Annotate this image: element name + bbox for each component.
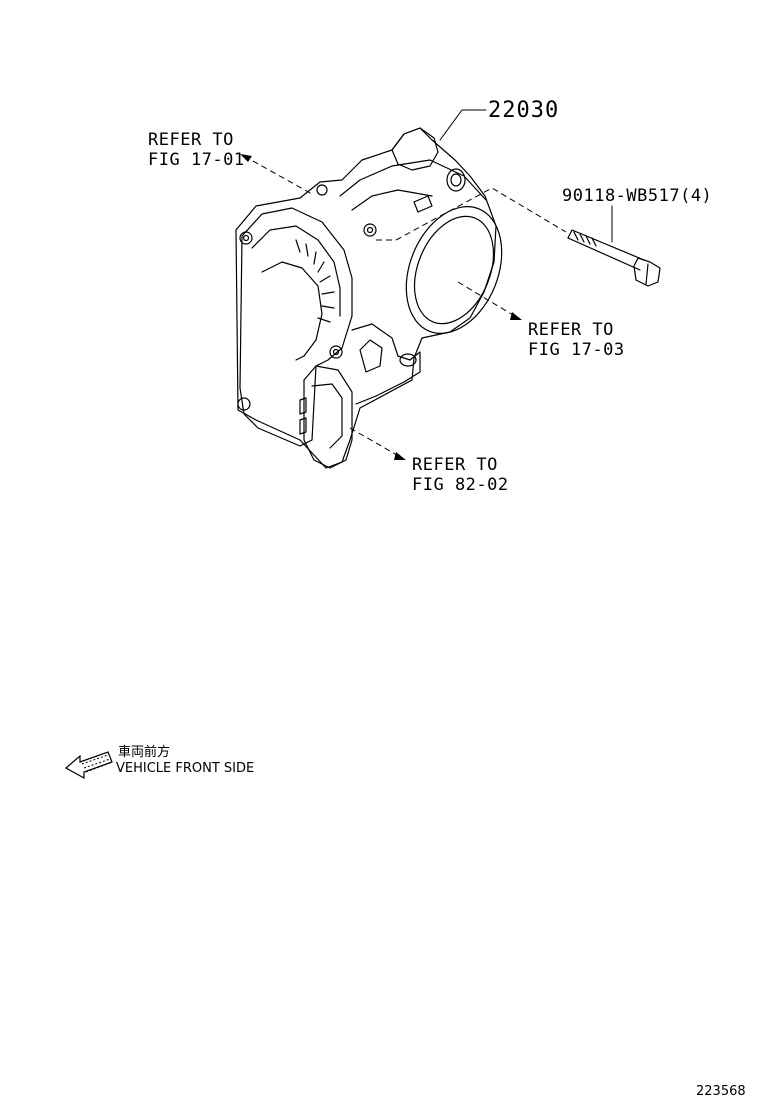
ref-bottom-line1: REFER TO bbox=[412, 455, 498, 475]
part-number-22030: 22030 bbox=[488, 98, 560, 123]
bore-housing bbox=[339, 159, 487, 201]
sensor-connector bbox=[303, 365, 353, 469]
bore-opening-outer bbox=[405, 206, 503, 334]
illustration-number: 223568 bbox=[696, 1084, 746, 1099]
front-arrow-icon bbox=[64, 751, 113, 780]
legend-japanese: 車両前方 bbox=[118, 745, 171, 760]
bolt-icon bbox=[567, 229, 661, 287]
ref-right-line2: FIG 17-03 bbox=[528, 340, 625, 360]
lower-bracket bbox=[351, 323, 421, 405]
bore-opening-inner bbox=[413, 215, 495, 325]
leader-bolt-axis bbox=[376, 187, 567, 241]
ref-top-line2: FIG 17-01 bbox=[148, 150, 245, 170]
ref-top-line1: REFER TO bbox=[148, 130, 234, 150]
ref-bottom-line2: FIG 82-02 bbox=[412, 475, 509, 495]
throttle-body-outline bbox=[235, 127, 497, 469]
leader-ref-right bbox=[457, 281, 519, 319]
legend-english: VEHICLE FRONT SIDE bbox=[116, 761, 255, 776]
leader-ref-top bbox=[243, 155, 313, 195]
leader-22030 bbox=[439, 109, 487, 141]
part-number-bolt: 90118-WB517(4) bbox=[562, 186, 713, 206]
leader-ref-bottom bbox=[349, 427, 403, 459]
ref-right-line1: REFER TO bbox=[528, 320, 614, 340]
mounting-tab-top bbox=[391, 127, 439, 171]
